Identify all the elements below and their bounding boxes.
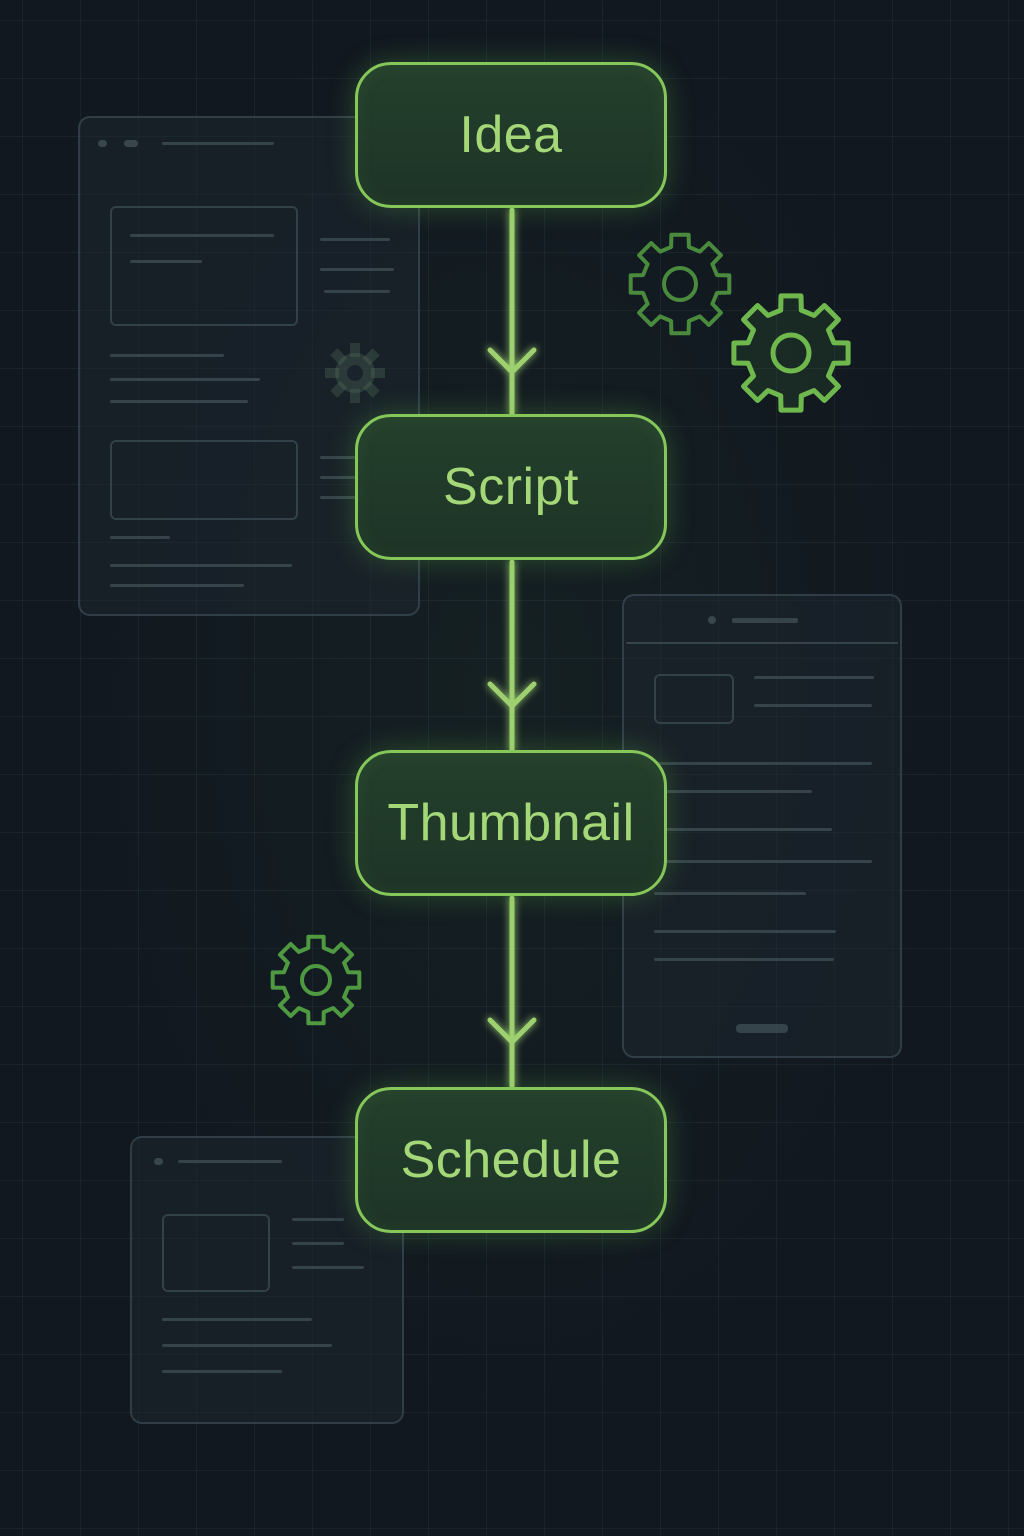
content-line [110,400,248,403]
flow-step-label: Thumbnail [387,794,635,852]
content-line [110,564,292,567]
window-panel [110,206,298,326]
flow-step-thumbnail[interactable]: Thumbnail [355,750,667,896]
arrow-head [487,347,537,375]
content-line [162,1318,312,1321]
flow-step-label: Schedule [400,1131,622,1189]
phone-line [654,762,872,765]
side-line [320,268,394,271]
side-line [292,1266,364,1269]
gear-icon [628,232,732,336]
panel-line [130,234,274,237]
content-line [110,354,224,357]
content-line [162,1344,332,1347]
phone-line [654,828,832,831]
phone-panel [654,674,734,724]
window-panel [110,440,298,520]
panel-line [130,260,202,263]
phone-line [754,704,872,707]
window-title-bar [162,142,274,145]
gear-icon [270,934,362,1026]
side-line [320,238,390,241]
window-mockup-bottom-left [130,1136,404,1424]
window-title-bar [178,1160,282,1163]
content-line [110,378,260,381]
side-line [320,456,382,459]
side-line [324,290,390,293]
gear-icon [325,343,385,403]
window-dot [154,1158,163,1165]
flow-step-schedule[interactable]: Schedule [355,1087,667,1233]
side-line [320,496,382,499]
flow-step-label: Idea [459,106,563,164]
side-line [320,476,382,479]
side-line [292,1242,344,1245]
arrow-head [487,1017,537,1045]
content-line [110,536,170,539]
content-line [162,1370,282,1373]
content-line [110,584,244,587]
window-panel [162,1214,270,1292]
flow-step-label: Script [443,458,579,516]
phone-home-button [736,1024,788,1033]
phone-line [654,958,834,961]
phone-mockup-right [622,594,902,1058]
phone-speaker [732,618,798,623]
window-dot [98,140,107,147]
flow-step-idea[interactable]: Idea [355,62,667,208]
flow-step-script[interactable]: Script [355,414,667,560]
gear-icon [731,293,851,413]
window-dot [124,140,138,147]
phone-line [654,892,806,895]
phone-camera-dot [708,616,716,624]
phone-line [654,790,812,793]
phone-line [754,676,874,679]
phone-line [654,930,836,933]
side-line [292,1218,344,1221]
arrow-head [487,681,537,709]
phone-divider [626,642,898,644]
phone-line [654,860,872,863]
